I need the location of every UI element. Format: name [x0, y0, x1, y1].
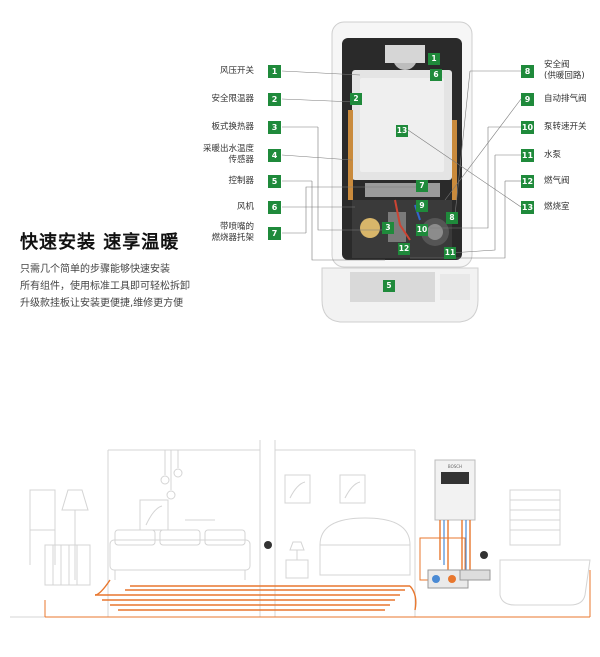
label-badge-8: 8 [521, 65, 534, 78]
description: 只需几个简单的步骤能够快速安装 所有组件，使用标准工具即可轻松拆卸 升级款挂板让… [20, 261, 210, 312]
boiler-diagram [281, 21, 522, 323]
boiler-unit [434, 459, 476, 521]
product-badge-1: 1 [428, 53, 440, 65]
description-line-1: 只需几个简单的步骤能够快速安装 [20, 264, 170, 275]
product-badge-10: 10 [416, 224, 428, 236]
product-badge-8: 8 [446, 212, 458, 224]
product-badge-2: 2 [350, 93, 362, 105]
label-badge-5: 5 [268, 175, 281, 188]
label-safety-valve-line1: 安全阀 [544, 60, 570, 70]
label-badge-9: 9 [521, 93, 534, 106]
product-badge-7: 7 [416, 180, 428, 192]
product-badge-13: 13 [396, 125, 408, 137]
label-burner-line1: 带喷嘴的 [219, 222, 254, 232]
label-air-vent: 自动排气阀 [544, 94, 587, 104]
label-badge-11: 11 [521, 149, 534, 162]
product-badge-12: 12 [398, 243, 410, 255]
label-pump-speed-switch: 泵转速开关 [544, 122, 587, 132]
product-badge-9: 9 [416, 200, 428, 212]
label-heating-sensor-line2: 传感器 [228, 155, 254, 165]
label-controller: 控制器 [228, 176, 254, 186]
label-badge-10: 10 [521, 121, 534, 134]
label-plate-heat-exchanger: 板式换热器 [211, 122, 254, 132]
label-badge-2: 2 [268, 93, 281, 106]
label-badge-1: 1 [268, 65, 281, 78]
label-wind-pressure-switch: 风压开关 [219, 66, 254, 76]
label-badge-13: 13 [521, 201, 534, 214]
product-badge-5: 5 [383, 280, 395, 292]
label-badge-3: 3 [268, 121, 281, 134]
label-badge-4: 4 [268, 149, 281, 162]
label-gas-valve: 燃气阀 [544, 176, 570, 186]
label-burner-line2: 燃烧器托架 [211, 233, 254, 243]
floor-heating-pipes [44, 570, 591, 618]
label-combustion-chamber: 燃烧室 [544, 202, 570, 212]
label-badge-7: 7 [268, 227, 281, 240]
label-badge-6: 6 [268, 201, 281, 214]
label-heating-sensor-line1: 采暖出水温度 [202, 144, 254, 154]
boiler-brand: BOSCH [448, 464, 462, 469]
headline: 快速安装 速享温暖 [20, 232, 180, 253]
label-safety-valve-line2: (供暖回路) [544, 71, 585, 81]
product-badge-11: 11 [444, 247, 456, 259]
label-safety-limiter: 安全限温器 [211, 94, 254, 104]
house-illustration: BOSCH [10, 440, 591, 618]
description-line-2: 所有组件，使用标准工具即可轻松拆卸 [20, 281, 190, 292]
product-badge-3: 3 [382, 222, 394, 234]
product-badge-6: 6 [430, 69, 442, 81]
label-water-pump: 水泵 [544, 150, 562, 160]
label-fan: 风机 [236, 202, 254, 212]
label-badge-12: 12 [521, 175, 534, 188]
description-line-3: 升级款挂板让安装更便捷,维修更方便 [20, 298, 184, 309]
